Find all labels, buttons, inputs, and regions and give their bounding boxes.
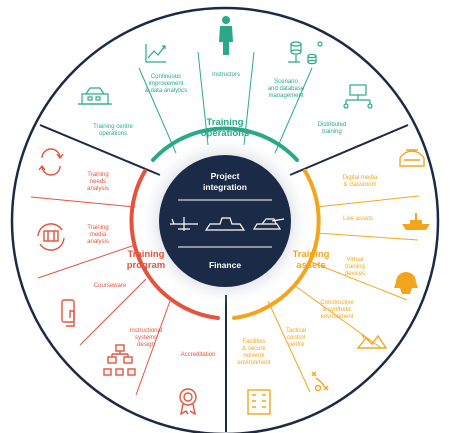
center-title-bottom: Finance	[209, 260, 241, 270]
vr-headset-icon	[399, 149, 425, 167]
assets-spokes	[267, 195, 420, 393]
hierarchy-icon	[103, 344, 136, 376]
media-cycle-icon	[37, 223, 65, 251]
refresh-cycle-icon	[38, 148, 64, 176]
line-chart-icon	[145, 44, 166, 63]
program-spokes	[30, 196, 171, 396]
label-digital-media-classroom: Digital media& classroom	[343, 175, 378, 188]
instructor-person-icon	[219, 16, 233, 55]
database-network-icon	[288, 41, 323, 65]
building-icon	[247, 389, 271, 415]
label-courseware: Courseware	[94, 283, 127, 289]
label-live-assets: Live assets	[343, 216, 373, 222]
center-disc	[159, 155, 291, 287]
terrain-icon	[356, 333, 388, 349]
ship-icon	[402, 213, 430, 230]
computer-network-icon	[343, 84, 373, 109]
ship-center-icon	[204, 217, 246, 231]
tactics-icon	[311, 371, 329, 392]
program-arc	[129, 169, 220, 320]
simulator-building-icon	[78, 87, 112, 105]
aircraft-icon	[170, 217, 198, 231]
award-ribbon-icon	[179, 388, 197, 416]
assets-arc	[232, 169, 321, 320]
operations-arc	[151, 126, 299, 162]
touch-tablet-icon	[61, 299, 75, 327]
label-instructors: Instructors	[212, 72, 240, 78]
tank-icon	[252, 218, 285, 230]
divider-right	[289, 124, 409, 176]
label-accreditation: Accreditation	[181, 352, 216, 358]
divider-left	[39, 124, 161, 176]
helmet-icon	[394, 272, 418, 294]
